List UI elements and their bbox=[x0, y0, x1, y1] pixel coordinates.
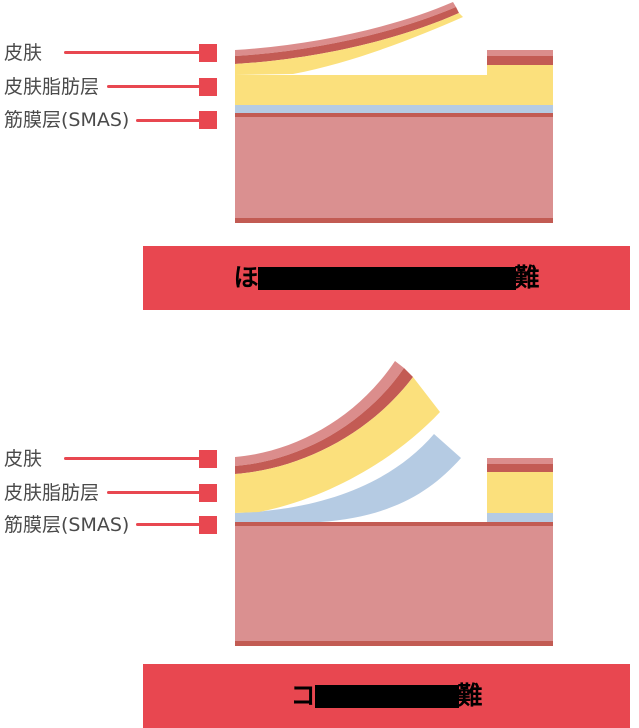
top-muscle-border-bottom bbox=[235, 218, 553, 223]
top-flap-skin-outer bbox=[235, 2, 456, 56]
bottom-caption-text: コ 難 bbox=[290, 683, 482, 709]
bottom-marker-skin bbox=[199, 450, 217, 468]
bottom-muscle-layer bbox=[235, 526, 553, 641]
bottom-right-fat bbox=[487, 472, 553, 513]
bottom-right-skin-outer bbox=[487, 458, 553, 464]
bottom-caption-last-char: 難 bbox=[457, 681, 483, 710]
bottom-caption-banner: コ 難 bbox=[143, 664, 630, 728]
top-marker-skin bbox=[199, 44, 217, 62]
bottom-pointer-skin bbox=[64, 457, 200, 460]
top-label-skin: 皮肤 bbox=[4, 42, 43, 64]
bottom-label-smas: 筋膜层(SMAS) bbox=[4, 514, 130, 536]
top-smas-layer bbox=[235, 105, 553, 113]
bottom-pointer-smas bbox=[136, 523, 200, 526]
top-muscle-border-top bbox=[235, 113, 553, 117]
top-caption-redacted-bar bbox=[257, 266, 516, 290]
top-pointer-smas bbox=[136, 119, 200, 122]
bottom-pointer-fat bbox=[107, 491, 200, 494]
bottom-right-smas bbox=[487, 513, 553, 522]
bottom-skin-layer-diagram bbox=[235, 361, 553, 646]
bottom-caption-first-char: コ bbox=[290, 681, 316, 710]
top-right-skin-outer bbox=[487, 50, 553, 56]
bottom-smas-flap bbox=[235, 434, 461, 522]
bottom-muscle-border-bottom bbox=[235, 641, 553, 646]
top-label-smas: 筋膜层(SMAS) bbox=[4, 109, 130, 131]
top-flap-skin-inner bbox=[235, 7, 459, 64]
top-caption-banner: ほ 難 bbox=[143, 246, 630, 310]
top-caption-first-char: ほ bbox=[233, 263, 259, 292]
bottom-right-skin-inner bbox=[487, 464, 553, 472]
top-caption-text: ほ 難 bbox=[233, 265, 539, 291]
top-pointer-fat bbox=[107, 85, 200, 88]
bottom-label-skin: 皮肤 bbox=[4, 448, 43, 470]
top-right-skin-inner bbox=[487, 56, 553, 65]
top-fat-layer bbox=[235, 75, 553, 105]
top-flap-fat-underside bbox=[235, 13, 463, 75]
bottom-muscle-border-top bbox=[235, 522, 553, 526]
bottom-label-fat: 皮肤脂肪层 bbox=[4, 482, 100, 504]
top-marker-smas bbox=[199, 111, 217, 129]
bottom-flap-skin-outer bbox=[235, 361, 404, 466]
bottom-flap-fat bbox=[235, 377, 440, 513]
top-marker-fat bbox=[199, 78, 217, 96]
bottom-marker-fat bbox=[199, 484, 217, 502]
top-skin-layer-diagram bbox=[235, 2, 553, 223]
bottom-marker-smas bbox=[199, 516, 217, 534]
top-right-fat-upper bbox=[487, 65, 553, 76]
bottom-caption-redacted-bar bbox=[314, 684, 459, 708]
top-muscle-layer bbox=[235, 117, 553, 218]
top-pointer-skin bbox=[64, 51, 200, 54]
top-label-fat: 皮肤脂肪层 bbox=[4, 76, 100, 98]
top-caption-last-char: 難 bbox=[514, 263, 540, 292]
